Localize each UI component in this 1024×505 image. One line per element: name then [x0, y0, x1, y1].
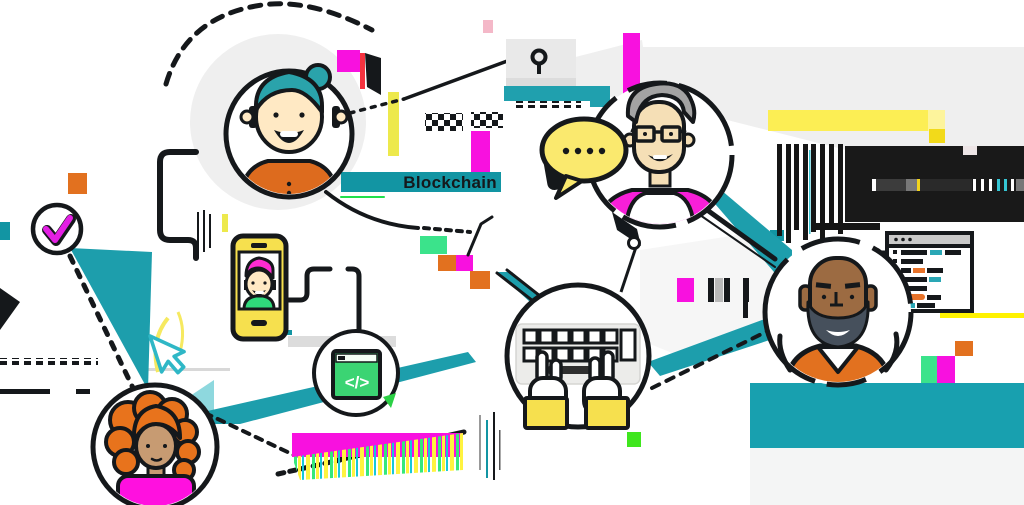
beard	[806, 300, 870, 349]
magenta-hair	[244, 256, 275, 280]
keyhole-icon	[530, 48, 548, 74]
data-block-progress	[845, 146, 1024, 222]
code-editor-node: </>	[312, 329, 400, 417]
woman-teal-bun-avatar	[223, 63, 355, 200]
speech-bubble	[539, 116, 629, 200]
gray-hair	[625, 81, 697, 124]
typing-dots-icon	[562, 147, 606, 155]
typing-hands	[523, 350, 630, 430]
checkmark-icon	[42, 214, 76, 246]
gray-hair-man-avatar	[585, 80, 735, 230]
bottom-glitch-shape	[292, 433, 463, 480]
bald-developer-avatar	[762, 236, 914, 388]
typing-hands-keyboard-node	[504, 282, 652, 430]
glasses-icon	[630, 125, 687, 143]
keyhole-window	[506, 39, 576, 86]
video-call-smartphone	[230, 233, 289, 342]
glitch-accents	[0, 20, 1024, 480]
blockchain-banner: Blockchain	[341, 172, 501, 192]
keyboard-keys	[522, 328, 637, 363]
window-dots-icon	[894, 237, 912, 242]
cursor-pointer-icon	[148, 334, 186, 375]
pin-needle	[612, 212, 641, 293]
redhead-woman-avatar	[90, 382, 220, 505]
blockchain-banner-label: Blockchain	[403, 173, 497, 192]
vertical-glitch-lines	[777, 144, 880, 243]
checkmark-node	[30, 202, 84, 256]
barcode-block	[708, 278, 749, 318]
code-glyph: </>	[345, 373, 370, 392]
